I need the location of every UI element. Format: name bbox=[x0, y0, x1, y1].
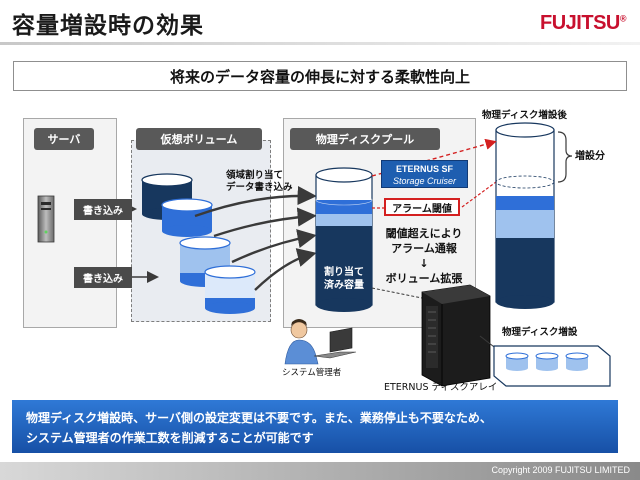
summary-box: 物理ディスク増設時、サーバ側の設定変更は不要です。また、業務停止も不要なため、 … bbox=[12, 400, 618, 453]
allocation-arrow-2 bbox=[213, 207, 317, 238]
after-expansion-cylinder bbox=[495, 122, 555, 309]
allocated-capacity-label: 割り当て 済み容量 bbox=[324, 267, 364, 291]
page-title: 容量増設時の効果 bbox=[12, 13, 204, 39]
fujitsu-logo: FUJITSU® bbox=[540, 12, 626, 34]
added-disks-box bbox=[493, 345, 611, 387]
allocation-arrow-3 bbox=[231, 229, 317, 264]
server-panel-title: サーバ bbox=[34, 128, 94, 150]
title-divider bbox=[0, 42, 640, 45]
disk-added-label: 物理ディスク増設 bbox=[502, 327, 578, 338]
eternus-sf-box: ETERNUS SF Storage Cruiser bbox=[381, 160, 468, 188]
server-icon bbox=[37, 195, 55, 243]
virtual-volume-cylinder-4 bbox=[204, 265, 256, 314]
virtual-volume-cylinder-2 bbox=[161, 198, 213, 237]
area-allocation-label: 領域割り当て データ書き込み bbox=[226, 170, 293, 194]
virtual-volume-title: 仮想ボリューム bbox=[136, 128, 262, 150]
pool-to-array-line bbox=[371, 287, 423, 299]
alarm-threshold-box: アラーム閾値 bbox=[384, 198, 460, 216]
after-expansion-label: 物理ディスク増設後 bbox=[482, 110, 567, 121]
added-amount-label: 増設分 bbox=[575, 151, 605, 162]
headline-box: 将来のデータ容量の伸長に対する柔軟性向上 bbox=[13, 61, 627, 91]
added-capacity-brace bbox=[557, 131, 573, 183]
threshold-explanation: 閾値超えにより アラーム通報 ↓ ボリューム拡張 bbox=[385, 227, 463, 285]
disk-array-label: ETERNUS ディスクアレイ bbox=[384, 382, 498, 393]
alarm-line-right bbox=[461, 181, 497, 208]
pool-cylinder bbox=[315, 167, 373, 312]
physical-pool-title: 物理ディスクプール bbox=[290, 128, 440, 150]
copyright-text: Copyright 2009 FUJITSU LIMITED bbox=[491, 465, 630, 475]
write-label-1: 書き込み bbox=[74, 199, 132, 220]
system-admin-icon bbox=[284, 319, 357, 365]
allocation-arrow-1 bbox=[194, 185, 317, 218]
disk-array-icon bbox=[421, 284, 491, 387]
copyright-bar bbox=[0, 462, 640, 480]
system-admin-label: システム管理者 bbox=[282, 368, 342, 378]
allocation-arrow-4 bbox=[254, 248, 317, 291]
write-label-2: 書き込み bbox=[74, 267, 132, 288]
